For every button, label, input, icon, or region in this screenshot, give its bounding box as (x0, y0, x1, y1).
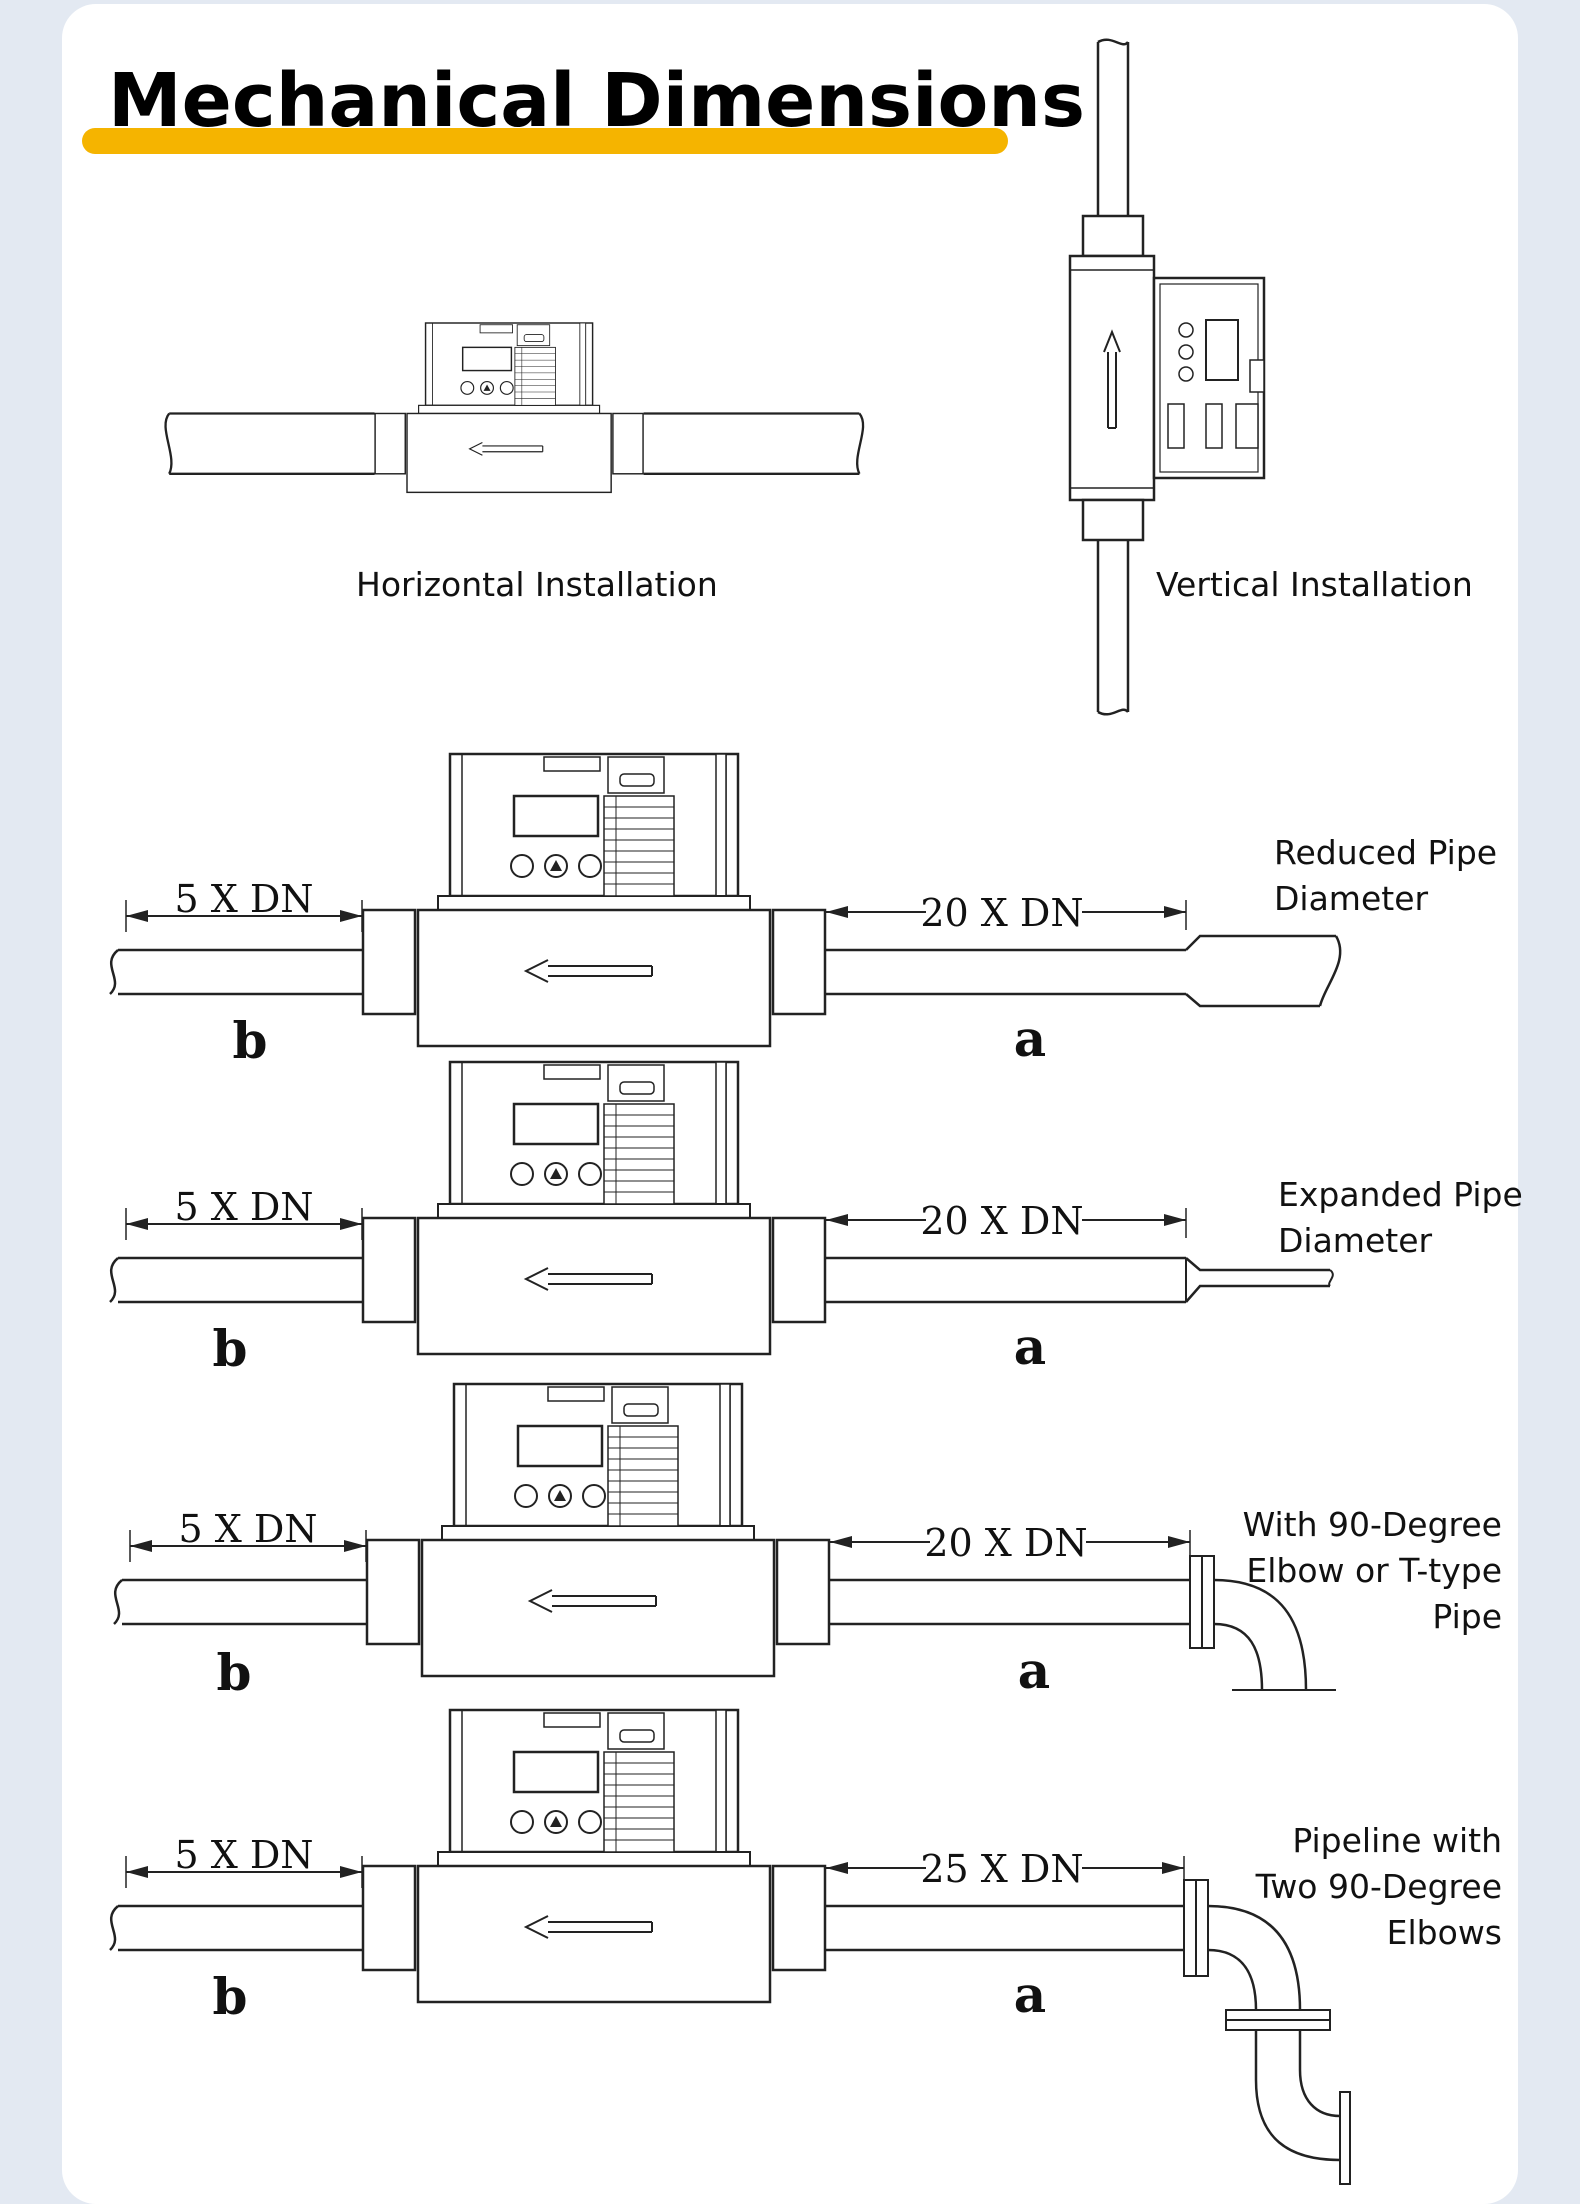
dimension-line-upstream (826, 1856, 1185, 1886)
scenario-double-elbow: 5 X DN 25 X DN b a (109, 1708, 1351, 2185)
caption-line: With 90-Degree (1242, 1505, 1502, 1544)
caption-line: Pipe (1432, 1597, 1502, 1637)
scenario-caption: With 90-Degree Elbow or T-type Pipe (1243, 1502, 1502, 1641)
upstream-length-label: 20 X DN (924, 1521, 1087, 1565)
dimension-line-downstream (129, 1530, 367, 1562)
caption-line: Pipeline with (1292, 1821, 1502, 1860)
upstream-length-label: 25 X DN (920, 1847, 1083, 1891)
scenario-caption: Reduced Pipe Diameter (1274, 830, 1497, 922)
dimension-line-upstream (826, 900, 1187, 930)
content-card (62, 4, 1518, 2204)
label-a: a (1014, 1317, 1046, 1376)
label-b: b (233, 1011, 268, 1070)
vertical-installation-drawing (1068, 38, 1266, 716)
label-a: a (1014, 1009, 1046, 1068)
caption-line: Elbows (1386, 1913, 1502, 1953)
downstream-length-label: 5 X DN (174, 1833, 313, 1877)
scenario-reduced-pipe: 5 X DN 20 X DN b a (109, 752, 1342, 1070)
caption-line: Expanded Pipe (1278, 1175, 1523, 1214)
dimension-line-downstream (125, 900, 363, 932)
scenario-caption: Pipeline with Two 90-Degree Elbows (1256, 1818, 1502, 1957)
downstream-length-label: 5 X DN (174, 1185, 313, 1229)
caption-line: Diameter (1274, 879, 1429, 919)
caption-line: Two 90-Degree (1255, 1867, 1502, 1907)
downstream-length-label: 5 X DN (178, 1507, 317, 1551)
scenario-caption: Expanded Pipe Diameter (1278, 1172, 1523, 1264)
label-b: b (213, 1319, 248, 1378)
label-a: a (1018, 1641, 1050, 1700)
caption-line: Diameter (1278, 1221, 1433, 1261)
label-a: a (1014, 1965, 1046, 2024)
title-accent-bar (82, 128, 1008, 154)
dimension-line-upstream (830, 1530, 1191, 1560)
dimension-line-downstream (125, 1856, 363, 1888)
caption-line: Reduced Pipe (1274, 833, 1498, 872)
dimension-line-downstream (125, 1208, 363, 1240)
label-b: b (217, 1643, 252, 1702)
upstream-length-label: 20 X DN (920, 891, 1083, 935)
scenario-expanded-pipe: 5 X DN 20 X DN b a (109, 1060, 1334, 1378)
dimension-line-upstream (826, 1208, 1187, 1238)
label-b: b (213, 1967, 248, 2026)
horizontal-installation-caption: Horizontal Installation (356, 565, 718, 604)
caption-line: Elbow or T-type (1246, 1551, 1502, 1591)
scenario-elbow: 5 X DN 20 X DN b a (113, 1382, 1336, 1702)
downstream-length-label: 5 X DN (174, 877, 313, 921)
vertical-installation-caption: Vertical Installation (1156, 565, 1473, 604)
upstream-length-label: 20 X DN (920, 1199, 1083, 1243)
page-title: Mechanical Dimensions (108, 58, 1086, 144)
horizontal-installation-drawing (164, 322, 865, 494)
